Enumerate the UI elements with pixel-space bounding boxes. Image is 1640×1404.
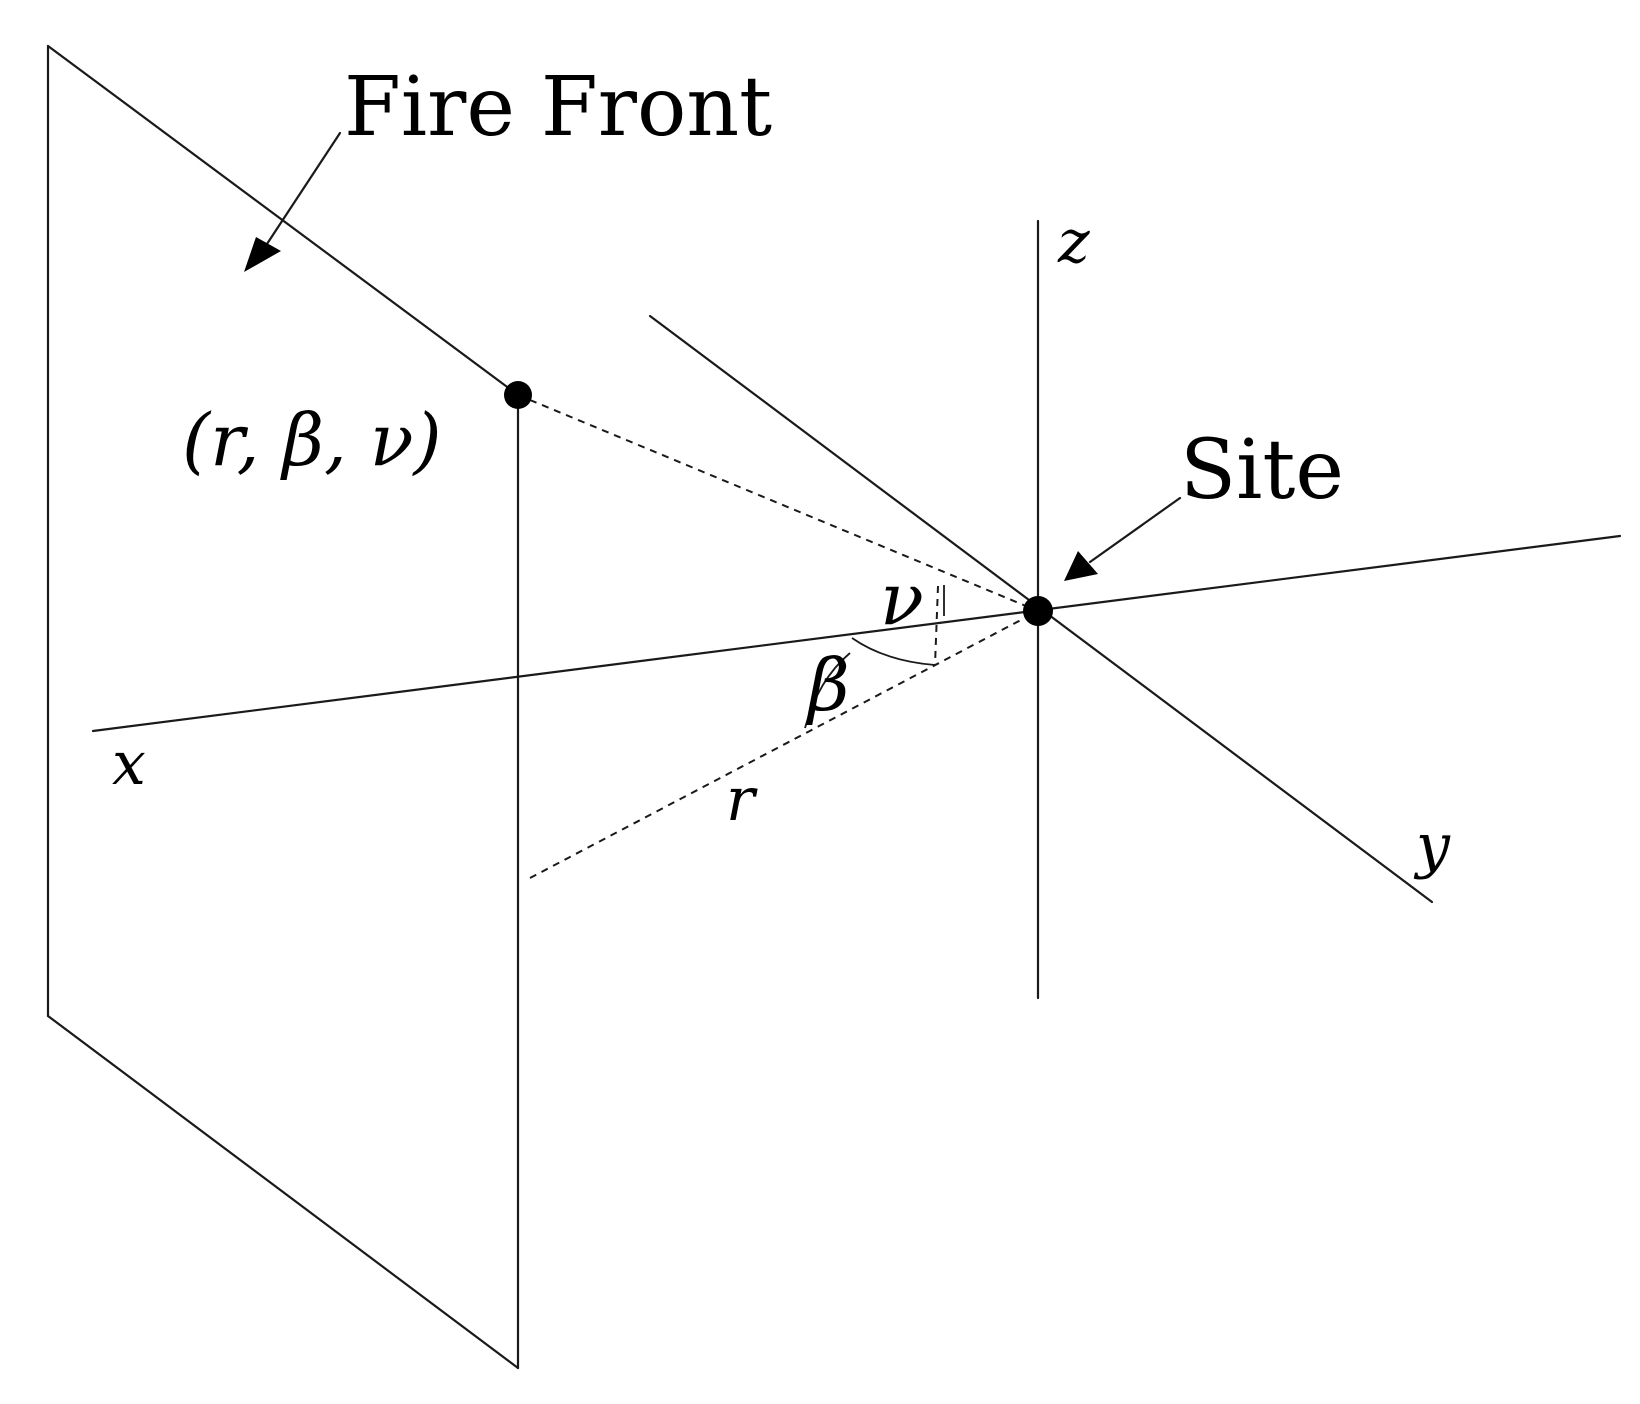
plane-bottom-edge — [46, 1014, 520, 1370]
point-coordinates-label: (r, β, ν) — [182, 398, 442, 482]
fire-front-plane — [46, 44, 520, 1370]
radius-projection-dashed — [529, 610, 1039, 879]
x-axis-label: x — [112, 729, 146, 799]
beta-arc — [804, 652, 851, 729]
fire-front-arrow-head — [244, 237, 281, 272]
axes — [91, 219, 1622, 1000]
nu-arc — [851, 637, 936, 666]
nu-label: ν — [880, 557, 924, 641]
site-label: Site — [1180, 423, 1344, 518]
nu-vertical-dashed — [934, 585, 939, 666]
z-axis-label: z — [1057, 207, 1090, 277]
fire-front-label: Fire Front — [344, 60, 772, 155]
fire-point-marker — [504, 381, 532, 409]
site-arrow-head — [1064, 551, 1098, 581]
radius-label: r — [726, 765, 758, 835]
y-axis-label: y — [1413, 811, 1451, 881]
line-of-sight-dashed — [517, 394, 1039, 612]
site-arrow — [1064, 496, 1182, 581]
beta-label: β — [805, 643, 850, 727]
site-arrow-shaft — [1088, 496, 1182, 564]
fire-front-arrow — [244, 131, 342, 272]
construction-lines — [517, 394, 1039, 879]
angle-marks — [804, 585, 945, 729]
fire-front-arrow-shaft — [261, 131, 342, 252]
x-axis-line — [91, 534, 1622, 733]
site-point-marker — [1023, 596, 1053, 626]
